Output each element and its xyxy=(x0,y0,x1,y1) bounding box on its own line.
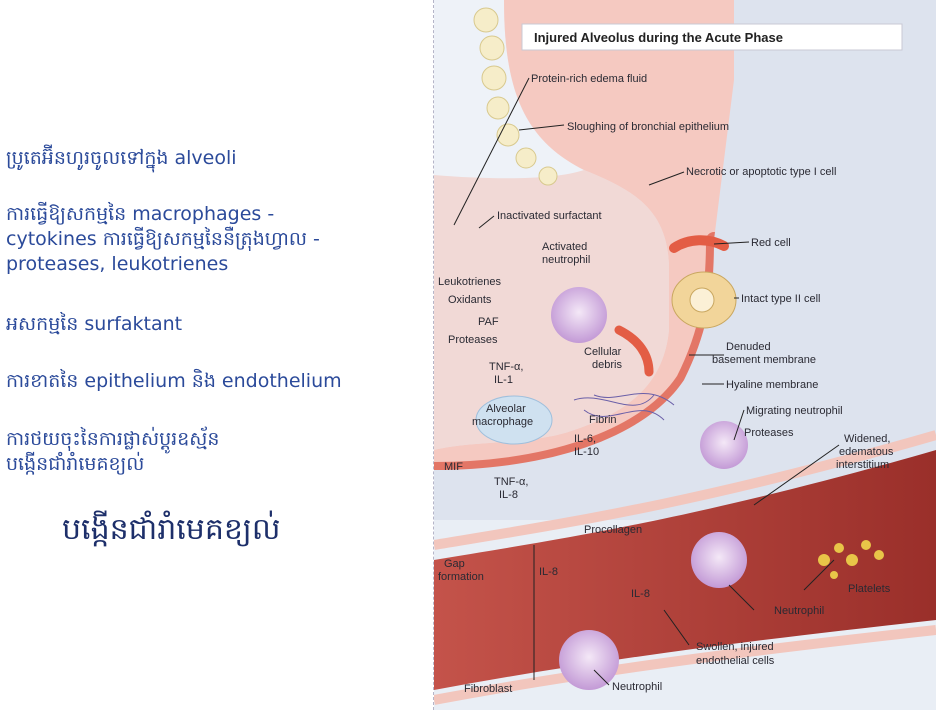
label-widened-3: interstitium xyxy=(836,459,889,471)
label-denuded-1: Denuded xyxy=(726,341,771,353)
label-activated-line2: neutrophil xyxy=(542,254,590,266)
label-il-8-middle: IL-8 xyxy=(539,566,558,578)
label-widened-2: edematous xyxy=(839,446,894,458)
label-necrotic-cell: Necrotic or apoptotic type I cell xyxy=(686,166,836,178)
bullet-epithelium: ការខាតនៃ epithelium និង endothelium xyxy=(6,370,342,393)
label-activated-line1: Activated xyxy=(542,241,587,253)
label-widened-1: Widened, xyxy=(844,433,890,445)
label-procollagen: Procollagen xyxy=(584,524,642,536)
label-migrating-neutrophil: Migrating neutrophil xyxy=(746,405,843,417)
label-il-8-lower: IL-8 xyxy=(631,588,650,600)
label-red-cell: Red cell xyxy=(751,237,791,249)
diagram-title: Injured Alveolus during the Acute Phase xyxy=(534,30,783,45)
text-panel: ប្រូតេអ៊ីនហូរចូលទៅក្នុង alveoli ការធ្វើឱ… xyxy=(0,0,432,710)
label-fibroblast: Fibroblast xyxy=(464,683,512,695)
diagram-title-box: Injured Alveolus during the Acute Phase xyxy=(522,24,902,50)
bullet-gas-exchange-line2: បង្កើនជាំរាំមេគខ្យល់ xyxy=(6,453,144,476)
label-hyaline-membrane: Hyaline membrane xyxy=(726,379,818,391)
label-mif: MIF xyxy=(444,461,463,473)
bullet-surfactant: អសកម្មនៃ surfaktant xyxy=(6,313,182,336)
bullet-macrophage-line3: proteases, leukotrienes xyxy=(6,253,228,276)
bullet-macrophage-line2: cytokines ការធ្វើឱ្យសកម្មនៃនឺត្រុងហ្វាល … xyxy=(6,228,320,251)
label-cellular-debris-1: Cellular xyxy=(584,346,622,358)
label-sloughing: Sloughing of bronchial epithelium xyxy=(567,121,729,133)
label-gap-2: formation xyxy=(438,571,484,583)
label-paf: PAF xyxy=(478,316,499,328)
label-gap-1: Gap xyxy=(444,558,465,570)
alveolus-illustration: Injured Alveolus during the Acute Phase … xyxy=(434,0,936,710)
slide-heading: បង្កើនជាំរាំមេគខ្យល់ xyxy=(62,510,280,554)
label-proteases-left: Proteases xyxy=(448,334,498,346)
vessel-neutrophil-1 xyxy=(691,532,747,588)
activated-neutrophil xyxy=(551,287,607,343)
bullet-gas-exchange-line1: ការថយចុះនៃការផ្លាស់ប្តូរឧស្ម័ន xyxy=(6,428,219,451)
label-tnf-1: TNF-α, xyxy=(489,361,523,373)
bullet-protein-influx: ប្រូតេអ៊ីនហូរចូលទៅក្នុង alveoli xyxy=(6,147,237,170)
label-il-1: IL-1 xyxy=(494,374,513,386)
label-intact-type-ii: Intact type II cell xyxy=(741,293,820,305)
label-cellular-debris-2: debris xyxy=(592,359,622,371)
label-il-8-upper: IL-8 xyxy=(499,489,518,501)
label-il-6: IL-6, xyxy=(574,433,596,445)
label-inactivated-surfactant: Inactivated surfactant xyxy=(497,210,602,222)
bullet-macrophage-line1: ការធ្វើឱ្យសកម្មនៃ macrophages - xyxy=(6,203,274,226)
migrating-neutrophil xyxy=(700,421,748,469)
label-il-10: IL-10 xyxy=(574,446,599,458)
label-fibrin: Fibrin xyxy=(589,414,617,426)
label-swollen-2: endothelial cells xyxy=(696,655,775,667)
label-tnf-2: TNF-α, xyxy=(494,476,528,488)
label-macrophage-1: Alveolar xyxy=(486,403,526,415)
vessel-neutrophil-2 xyxy=(559,630,619,690)
label-oxidants: Oxidants xyxy=(448,294,492,306)
label-swollen-1: Swollen, injured xyxy=(696,641,774,653)
label-denuded-2: basement membrane xyxy=(712,354,816,366)
label-proteases-right: Proteases xyxy=(744,427,794,439)
label-neutrophil-vessel: Neutrophil xyxy=(774,605,824,617)
label-macrophage-2: macrophage xyxy=(472,416,533,428)
label-leukotrienes: Leukotrienes xyxy=(438,276,501,288)
label-platelets: Platelets xyxy=(848,583,891,595)
label-edema-fluid: Protein-rich edema fluid xyxy=(531,73,647,85)
label-neutrophil-bottom: Neutrophil xyxy=(612,681,662,693)
alveolus-diagram: Injured Alveolus during the Acute Phase … xyxy=(433,0,936,710)
